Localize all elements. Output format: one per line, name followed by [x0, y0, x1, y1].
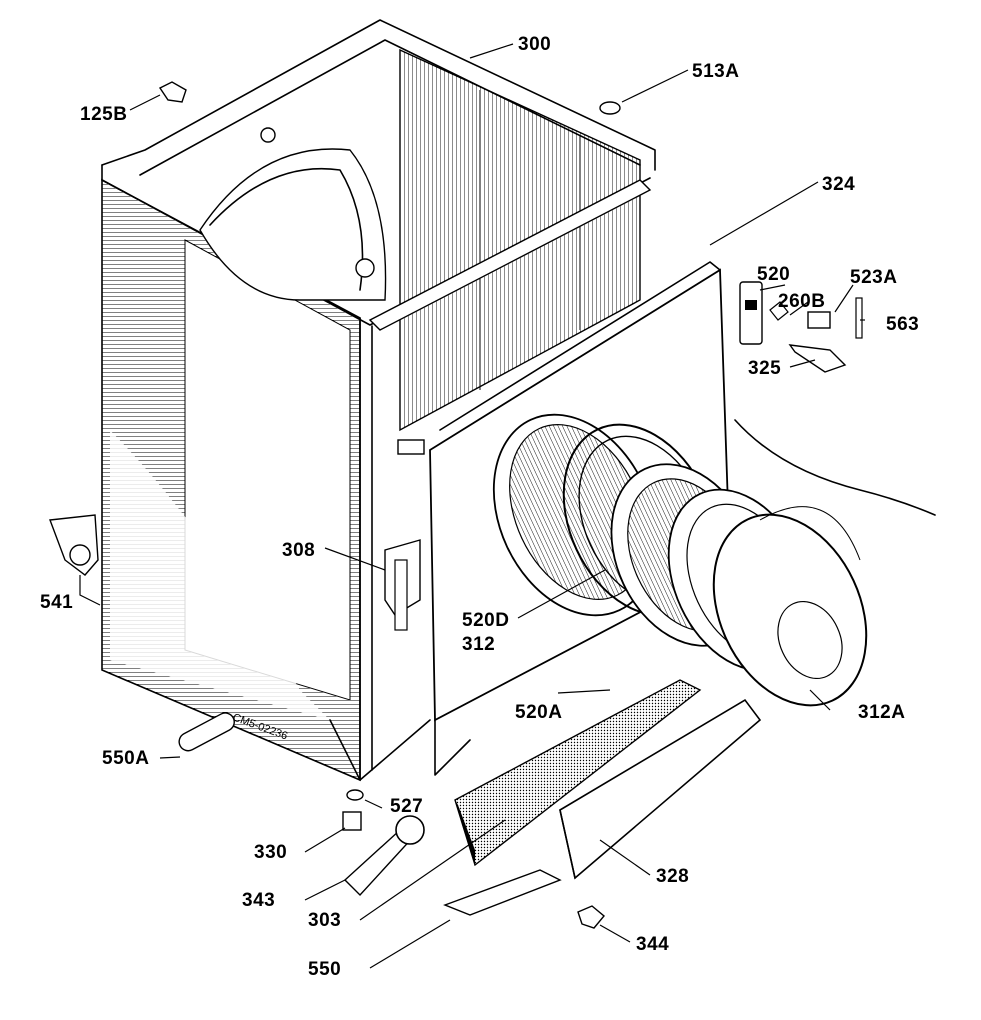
hinge-bracket	[384, 539, 421, 631]
loose-parts	[49, 81, 621, 929]
label-343: 343	[242, 890, 275, 911]
label-312: 312	[462, 634, 495, 655]
label-303: 303	[308, 910, 341, 931]
label-260b: 260B	[778, 291, 825, 312]
cabinet-shell	[101, 19, 656, 782]
label-325: 325	[748, 358, 781, 379]
cable-line	[734, 419, 936, 516]
label-563: 563	[886, 314, 919, 335]
door-lock-parts	[739, 281, 863, 373]
leader-lines	[79, 43, 865, 969]
label-550: 550	[308, 959, 341, 980]
label-520d: 520D	[462, 610, 509, 631]
label-520: 520	[757, 264, 790, 285]
label-330: 330	[254, 842, 287, 863]
label-550a: 550A	[102, 748, 149, 769]
label-513a: 513A	[692, 61, 739, 82]
label-328: 328	[656, 866, 689, 887]
label-520a: 520A	[515, 702, 562, 723]
label-312a: 312A	[858, 702, 905, 723]
label-308: 308	[282, 540, 315, 561]
label-344: 344	[636, 934, 669, 955]
label-527: 527	[390, 796, 423, 817]
label-300: 300	[518, 34, 551, 55]
door-assembly	[712, 506, 868, 707]
plinth-parts	[443, 679, 762, 916]
label-324: 324	[822, 174, 855, 195]
label-541: 541	[40, 592, 73, 613]
label-125b: 125B	[80, 104, 127, 125]
label-523a: 523A	[850, 267, 897, 288]
part-labels: 300 513A 125B 324 520 523A 260B 563 325 …	[40, 34, 919, 980]
